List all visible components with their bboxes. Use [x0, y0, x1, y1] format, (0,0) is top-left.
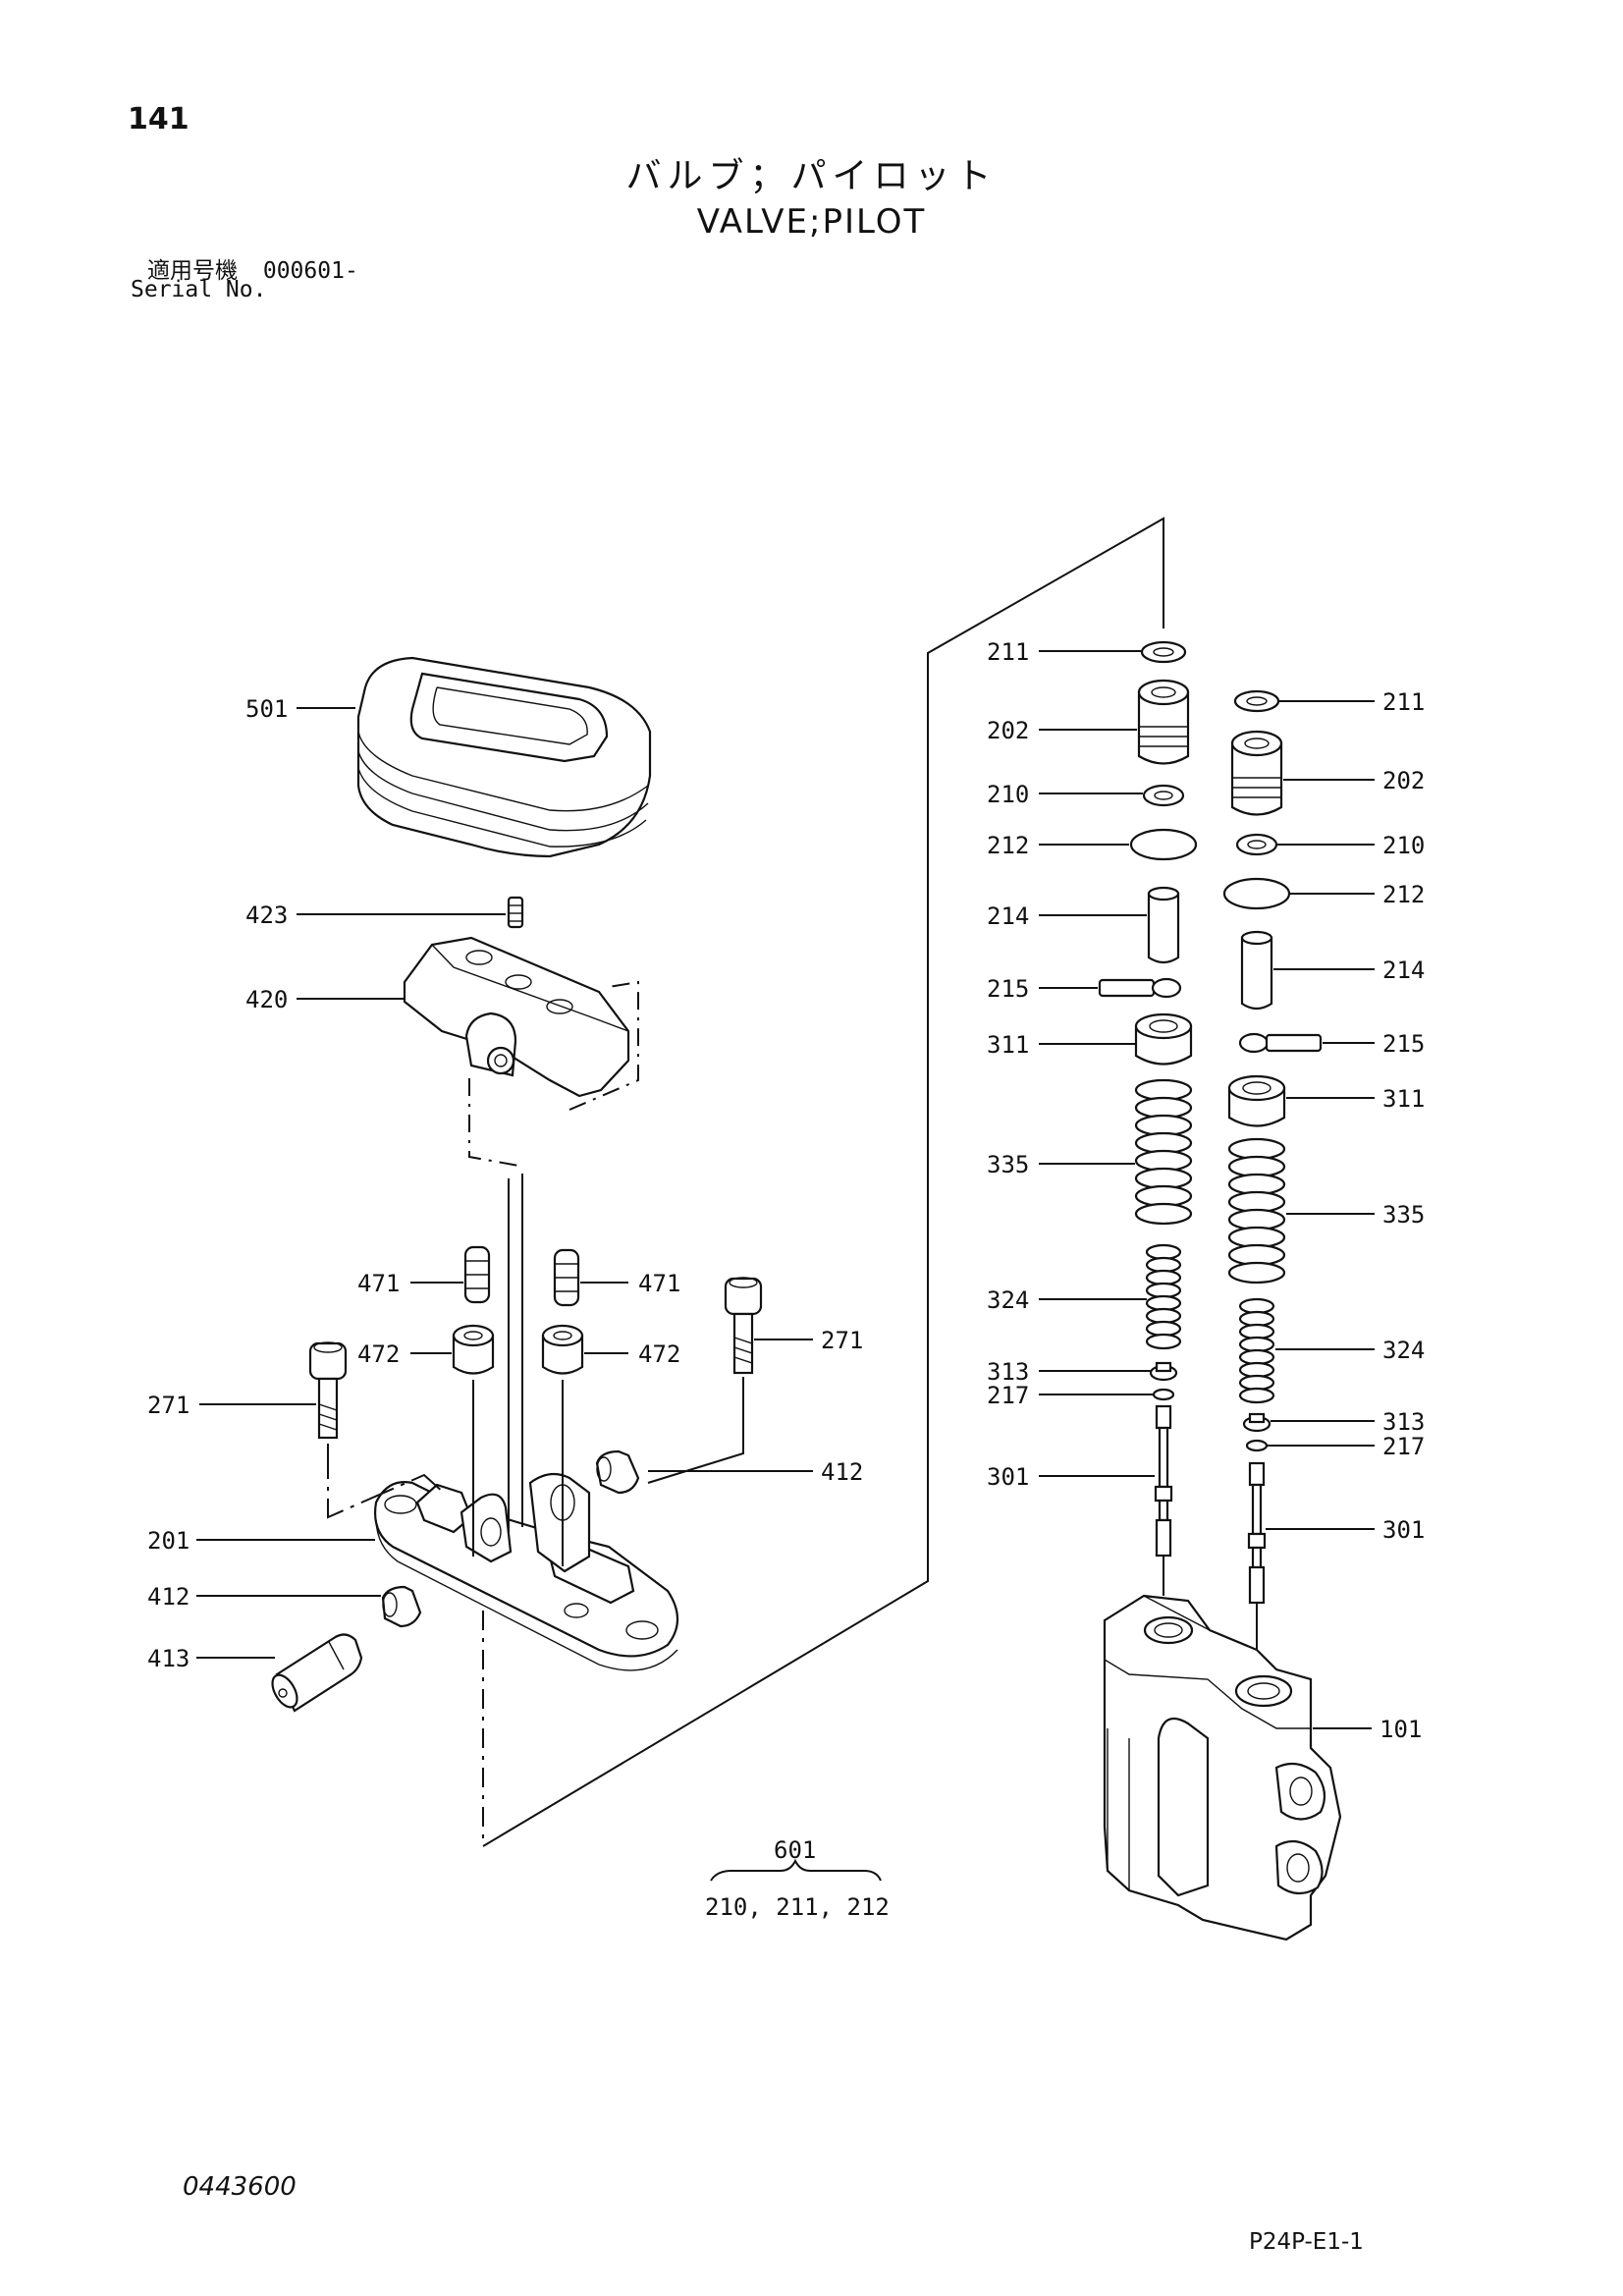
callout-301-right: 301	[1382, 1516, 1425, 1544]
callout-472-right: 472	[638, 1340, 680, 1368]
part-413-pin[interactable]	[267, 1633, 363, 1713]
callout-214-right: 214	[1382, 957, 1425, 984]
callout-210-right: 210	[1382, 832, 1425, 859]
callout-335-left: 335	[987, 1151, 1029, 1178]
part-311-left[interactable]	[1134, 1012, 1193, 1066]
callout-215-right: 215	[1382, 1030, 1425, 1058]
callout-413: 413	[147, 1645, 189, 1672]
callout-202-right: 202	[1382, 767, 1425, 794]
callout-212-left: 212	[987, 832, 1029, 859]
callout-201: 201	[147, 1527, 189, 1555]
callout-211-left: 211	[987, 638, 1029, 666]
serial-label-english: Serial No.	[131, 277, 267, 302]
part-420-cam[interactable]	[403, 936, 630, 1098]
callout-324-right: 324	[1382, 1337, 1425, 1364]
part-412-pin-right[interactable]	[595, 1449, 640, 1495]
part-501-boot[interactable]	[356, 656, 652, 858]
callout-271-left: 271	[147, 1392, 189, 1419]
document-code: P24P-E1-1	[1249, 2229, 1364, 2255]
part-471-plunger-left[interactable]	[463, 1245, 491, 1304]
part-212-left[interactable]	[1129, 828, 1198, 861]
callout-311-right: 311	[1382, 1085, 1425, 1113]
part-271-bolt-left[interactable]	[308, 1341, 348, 1440]
part-210-right[interactable]	[1235, 833, 1278, 856]
part-214-left[interactable]	[1147, 886, 1180, 964]
callout-217-right: 217	[1382, 1433, 1425, 1460]
title-japanese: バルブ；パイロット	[625, 156, 998, 196]
part-215-left[interactable]	[1098, 977, 1182, 999]
part-472-bushing-left[interactable]	[452, 1324, 495, 1375]
part-301-left[interactable]	[1154, 1404, 1173, 1558]
callout-217-left: 217	[987, 1382, 1029, 1409]
kit-contents: 210, 211, 212	[705, 1893, 890, 1921]
callout-313-right: 313	[1382, 1408, 1425, 1436]
part-335-left[interactable]	[1134, 1078, 1193, 1226]
figure-number: 0443600	[183, 2172, 297, 2202]
part-101-valve-body[interactable]	[1103, 1594, 1342, 1941]
callout-412-left: 412	[147, 1583, 189, 1611]
part-471-plunger-right[interactable]	[553, 1248, 580, 1307]
callout-212-right: 212	[1382, 881, 1425, 908]
callout-412-right: 412	[821, 1458, 863, 1486]
part-212-right[interactable]	[1222, 877, 1291, 910]
serial-row: 適用号機 000601-	[147, 251, 358, 285]
callout-211-right: 211	[1382, 688, 1425, 716]
part-313-left[interactable]	[1149, 1361, 1178, 1382]
part-201-plate[interactable]	[374, 1472, 679, 1671]
part-412-pin-left[interactable]	[381, 1585, 422, 1628]
part-335-right[interactable]	[1227, 1137, 1286, 1285]
part-217-left[interactable]	[1152, 1388, 1175, 1401]
kit-number: 601	[774, 1836, 816, 1864]
callout-423: 423	[245, 902, 288, 929]
part-301-right[interactable]	[1247, 1461, 1267, 1605]
callout-471-left: 471	[357, 1270, 400, 1297]
part-313-right[interactable]	[1242, 1412, 1271, 1433]
callout-472-left: 472	[357, 1340, 400, 1368]
part-211-left[interactable]	[1140, 640, 1187, 664]
part-211-right[interactable]	[1233, 689, 1280, 713]
callout-214-left: 214	[987, 902, 1029, 930]
callout-271-right: 271	[821, 1327, 863, 1354]
callout-324-left: 324	[987, 1286, 1029, 1314]
callout-420: 420	[245, 986, 288, 1013]
callout-313-left: 313	[987, 1358, 1029, 1386]
leader-lines	[196, 650, 1375, 1882]
part-472-bushing-right[interactable]	[541, 1324, 584, 1375]
callout-101: 101	[1380, 1716, 1422, 1743]
part-217-right[interactable]	[1245, 1439, 1269, 1452]
callout-501: 501	[245, 695, 288, 723]
callout-215-left: 215	[987, 975, 1029, 1003]
part-214-right[interactable]	[1240, 930, 1273, 1011]
callout-335-right: 335	[1382, 1201, 1425, 1229]
part-202-left[interactable]	[1137, 679, 1190, 765]
part-311-right[interactable]	[1227, 1074, 1286, 1127]
part-324-left[interactable]	[1145, 1243, 1182, 1350]
page-number: 141	[128, 102, 189, 137]
serial-value: 000601-	[262, 258, 358, 284]
callout-202-left: 202	[987, 717, 1029, 744]
part-215-right[interactable]	[1238, 1032, 1323, 1054]
part-202-right[interactable]	[1230, 730, 1283, 816]
callout-301-left: 301	[987, 1463, 1029, 1491]
part-210-left[interactable]	[1142, 784, 1185, 807]
part-324-right[interactable]	[1238, 1297, 1275, 1404]
callout-210-left: 210	[987, 781, 1029, 808]
callout-311-left: 311	[987, 1031, 1029, 1059]
part-271-bolt-right[interactable]	[724, 1277, 763, 1375]
serial-label-japanese: 適用号機	[147, 258, 238, 284]
part-423-setscrew[interactable]	[507, 896, 524, 929]
title-english: VALVE;PILOT	[696, 202, 927, 242]
callout-471-right: 471	[638, 1270, 680, 1297]
